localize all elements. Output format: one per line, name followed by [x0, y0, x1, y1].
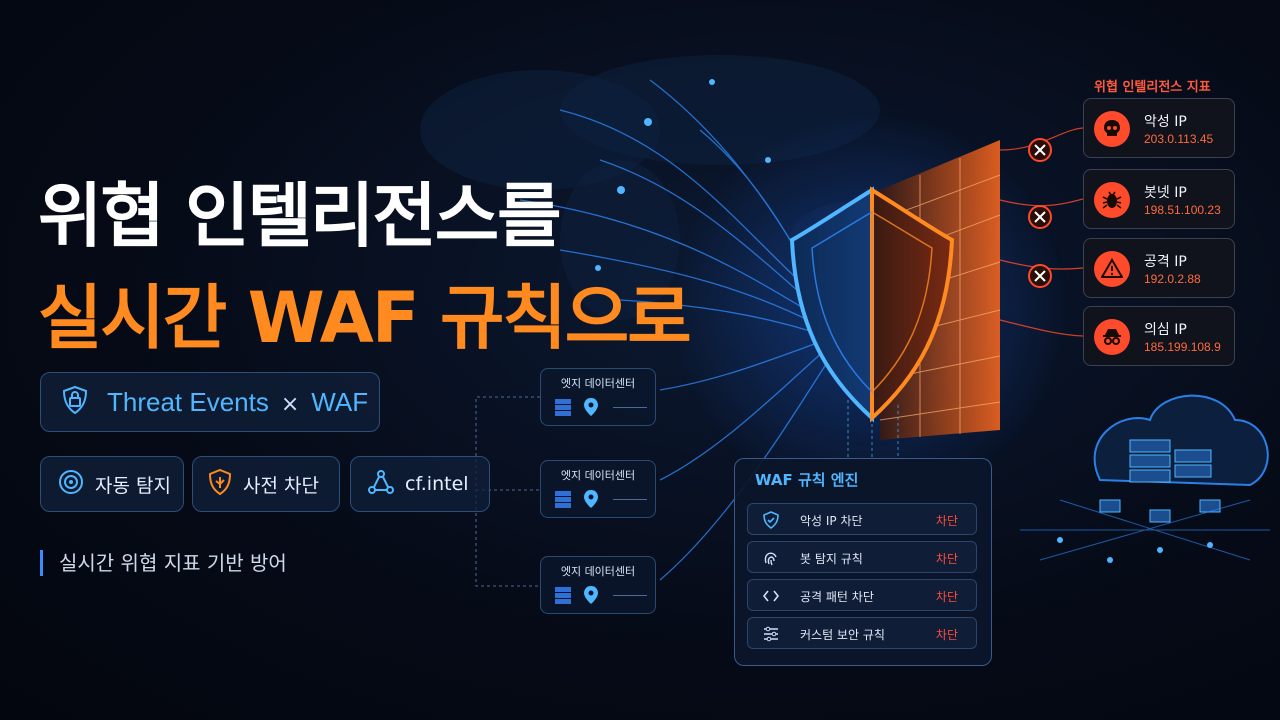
blocked-x-markers — [1028, 138, 1052, 288]
edge-datacenter-card: 엣지 데이터센터 — [540, 460, 656, 518]
edge-datacenter-card: 엣지 데이터센터 — [540, 368, 656, 426]
code-brackets-icon — [762, 587, 780, 605]
indicator-ip: 203.0.113.45 — [1144, 132, 1214, 146]
orange-shield-icon — [207, 468, 233, 500]
server-icon — [553, 489, 573, 513]
datacenter-title: 엣지 데이터센터 — [560, 377, 636, 390]
threat-events-waf-pill: Threat Events × WAF — [40, 372, 380, 432]
indicator-ip: 192.0.2.88 — [1144, 272, 1201, 286]
threat-events-label: Threat Events — [107, 386, 269, 417]
rule-label: 악성 IP 차단 — [800, 514, 863, 528]
chip-label: cf.intel — [405, 473, 469, 495]
chip-pre-block: 사전 차단 — [192, 456, 340, 512]
headline-line-1: 위협 인텔리전스를 — [38, 175, 562, 257]
waf-rule-row: 공격 패턴 차단 차단 — [747, 579, 977, 611]
waf-rule-row: 봇 탐지 규칙 차단 — [747, 541, 977, 573]
indicator-name: 봇넷 IP — [1144, 185, 1187, 201]
location-pin-icon — [583, 489, 599, 513]
sliders-icon — [762, 625, 780, 643]
fingerprint-icon — [762, 549, 780, 567]
waf-label: WAF — [311, 386, 369, 417]
server-icon — [553, 585, 573, 609]
waf-engine-title: WAF 규칙 엔진 — [755, 471, 859, 489]
rule-action-badge: 차단 — [935, 590, 958, 604]
network-nodes-icon — [367, 468, 395, 500]
threat-indicators-title: 위협 인텔리전스 지표 — [1094, 80, 1211, 95]
waf-rule-row: 악성 IP 차단 차단 — [747, 503, 977, 535]
threat-indicator-card: 악성 IP 203.0.113.45 — [1083, 98, 1235, 158]
threat-indicator-card: 의심 IP 185.199.108.9 — [1083, 306, 1235, 366]
chip-label: 사전 차단 — [243, 474, 319, 497]
indicator-name: 공격 IP — [1144, 254, 1187, 270]
shield-check-icon — [762, 511, 780, 530]
lock-shield-icon — [61, 385, 89, 419]
datacenter-title: 엣지 데이터센터 — [560, 469, 636, 482]
radar-target-icon — [57, 468, 85, 500]
location-pin-icon — [583, 585, 599, 609]
bug-icon — [1094, 182, 1130, 218]
chip-label: 자동 탐지 — [95, 474, 171, 497]
shield-graphic — [789, 186, 955, 423]
subtitle: 실시간 위협 지표 기반 방어 — [40, 550, 287, 576]
rule-label: 공격 패턴 차단 — [800, 590, 874, 604]
datacenter-title: 엣지 데이터센터 — [560, 565, 636, 578]
chip-auto-detect: 자동 탐지 — [40, 456, 184, 512]
indicator-name: 악성 IP — [1144, 114, 1187, 130]
skull-icon — [1094, 111, 1130, 147]
cloud-servers — [1020, 394, 1270, 563]
indicator-ip: 185.199.108.9 — [1144, 340, 1221, 354]
headline-line-2: 실시간 WAF 규칙으로 — [38, 277, 692, 359]
waf-rule-row: 커스텀 보안 규칙 차단 — [747, 617, 977, 649]
location-pin-icon — [583, 397, 599, 421]
warning-icon — [1094, 251, 1130, 287]
spy-icon — [1094, 319, 1130, 355]
rule-label: 봇 탐지 규칙 — [800, 552, 863, 566]
indicator-ip: 198.51.100.23 — [1144, 203, 1221, 217]
indicator-name: 의심 IP — [1144, 322, 1187, 338]
waf-rule-engine-panel: WAF 규칙 엔진 악성 IP 차단 차단 봇 탐지 규칙 차단 공격 패턴 차… — [734, 458, 992, 666]
threat-indicator-card: 봇넷 IP 198.51.100.23 — [1083, 169, 1235, 229]
edge-datacenter-card: 엣지 데이터센터 — [540, 556, 656, 614]
threat-indicator-card: 공격 IP 192.0.2.88 — [1083, 238, 1235, 298]
rule-action-badge: 차단 — [935, 628, 958, 642]
rule-action-badge: 차단 — [935, 552, 958, 566]
rule-action-badge: 차단 — [935, 514, 958, 528]
rule-label: 커스텀 보안 규칙 — [800, 628, 885, 642]
server-icon — [553, 397, 573, 421]
times-symbol: × — [280, 391, 300, 417]
chip-cf-intel: cf.intel — [350, 456, 490, 512]
